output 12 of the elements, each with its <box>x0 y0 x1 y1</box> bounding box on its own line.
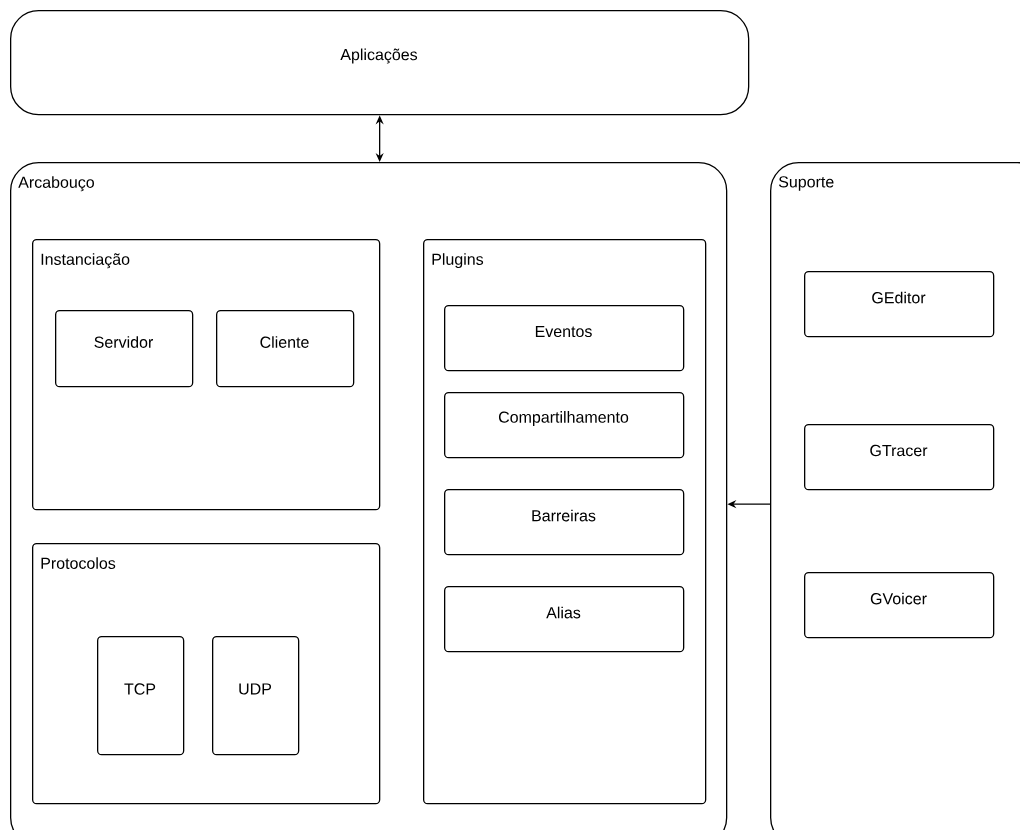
process-box: GEditor <box>804 271 995 338</box>
process-box: Eventos <box>444 305 685 372</box>
layer-box: Aplicações <box>10 10 750 116</box>
process-box: Barreiras <box>444 489 685 556</box>
process-box: Compartilhamento <box>444 392 685 459</box>
process-box: TCP <box>97 636 185 756</box>
process-box: Servidor <box>55 310 194 388</box>
process-box: GVoicer <box>804 572 995 639</box>
process-box: Alias <box>444 586 685 653</box>
process-box: Cliente <box>216 310 355 388</box>
process-box: UDP <box>212 636 300 756</box>
process-box: GTracer <box>804 424 995 491</box>
